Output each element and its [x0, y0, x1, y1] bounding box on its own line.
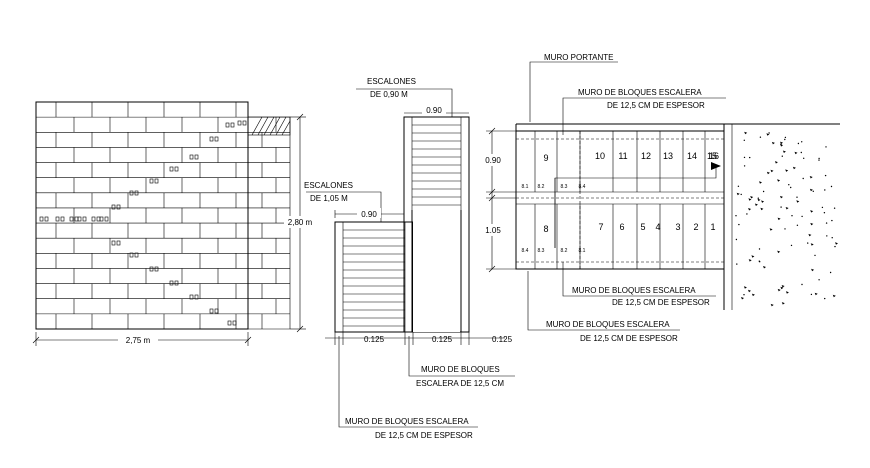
plan-muro-bottom-line2: DE 12,5 CM DE ESPESOR — [580, 334, 678, 343]
plan-step-number: 14 — [687, 151, 697, 161]
escalones-top-callout: ESCALONES DE 0,90 M 0.90 — [356, 77, 469, 118]
escalones-top-line1: ESCALONES — [367, 77, 416, 86]
plan-step-number: 10 — [595, 151, 605, 161]
muro-espesor-callout: MURO DE BLOQUES ESCALERA DE 12,5 CM DE E… — [338, 336, 478, 440]
plan-sub-label: 8.4 — [522, 248, 529, 254]
escalones-mid-line2: DE 1,05 M — [310, 194, 348, 203]
wall-thickness-dimensions: 0.125 0.125 0.125 — [325, 332, 513, 345]
lower-flight — [334, 221, 414, 333]
plan-step-number: 7 — [598, 222, 603, 232]
plan-muro-top-callout: MURO DE BLOQUES ESCALERA DE 12,5 CM DE E… — [562, 88, 726, 135]
plan-sub-label: 8.3 — [561, 184, 568, 190]
plan-step-number: 8 — [543, 224, 548, 234]
stair-section: ESCALONES DE 0,90 M 0.90 ESCALONES DE 1,… — [304, 77, 515, 440]
plan-dim-lower: 1.05 — [485, 226, 501, 235]
plan-step-number: 13 — [663, 151, 673, 161]
upper-flight — [403, 116, 470, 333]
wall-outline — [35, 101, 249, 330]
plan-step-number: 9 — [543, 153, 548, 163]
escalones-mid-line1: ESCALONES — [304, 181, 353, 190]
step-profile-marks — [39, 120, 247, 326]
plan-muro-mid-callout: MURO DE BLOQUES ESCALERA DE 12,5 CM DE E… — [562, 262, 716, 307]
plan-step-number: 6 — [619, 222, 624, 232]
section-dim-top: 0.90 — [426, 106, 442, 115]
plan-sub-label: 8.3 — [538, 248, 545, 254]
plan-sub-label: 8.1 — [522, 184, 529, 190]
plan-sub-label: 8.1 — [579, 248, 586, 254]
width-dimension: 2,75 m — [32, 332, 252, 346]
plan-step-number: 4 — [655, 222, 660, 232]
plan-dim-upper: 0.90 — [485, 156, 501, 165]
elevation-width-label: 2,75 m — [126, 336, 151, 345]
brick-wall-elevation: 2,75 m 2,80 m — [32, 101, 316, 346]
plan-step-number: 12 — [641, 151, 651, 161]
plan-step-number: 1 — [710, 222, 715, 232]
height-dimension: 2,80 m — [284, 113, 316, 333]
escalones-mid-callout: ESCALONES DE 1,05 M 0.90 — [304, 181, 405, 222]
wall-dim-3: 0.125 — [492, 335, 513, 344]
soil-hatch — [735, 131, 838, 307]
wall-dim-1: 0.125 — [364, 335, 385, 344]
plan-step-number: 2 — [693, 222, 698, 232]
hatched-block — [247, 116, 291, 136]
plan-sub-label: 8.4 — [579, 184, 586, 190]
plan-muro-mid-line2: DE 12,5 CM DE ESPESOR — [612, 298, 710, 307]
muro-espesor-line1: MURO DE BLOQUES ESCALERA — [345, 417, 469, 426]
muro-portante-label: MURO PORTANTE — [544, 53, 613, 62]
plan-step-number: 11 — [618, 151, 627, 161]
muro-espesor-line2: DE 12,5 CM DE ESPESOR — [375, 431, 473, 440]
plan-muro-top-line2: DE 12,5 CM DE ESPESOR — [607, 101, 705, 110]
plan-muro-top-line1: MURO DE BLOQUES ESCALERA — [578, 88, 702, 97]
plan-muro-bottom-line1: MURO DE BLOQUES ESCALERA — [546, 320, 670, 329]
plan-step-number: 16 — [709, 151, 719, 161]
plan-step-number: 15 — [707, 151, 717, 161]
elevation-height-label: 2,80 m — [288, 218, 313, 227]
plan-step-number: 5 — [640, 222, 645, 232]
escalones-top-line2: DE 0,90 M — [370, 90, 408, 99]
plan-muro-bottom-callout: MURO DE BLOQUES ESCALERA DE 12,5 CM DE E… — [527, 271, 680, 343]
plan-step-number: 3 — [675, 222, 680, 232]
section-dim-mid: 0.90 — [361, 210, 377, 219]
plan-sub-label: 8.2 — [538, 184, 545, 190]
muro-bloques-callout: MURO DE BLOQUES ESCALERA DE 12,5 CM — [408, 336, 515, 388]
plan-vertical-dimensions: 0.90 1.05 — [482, 127, 516, 273]
muro-bloques-line2: ESCALERA DE 12,5 CM — [416, 379, 504, 388]
plan-muro-mid-line1: MURO DE BLOQUES ESCALERA — [572, 286, 696, 295]
muro-portante-callout: MURO PORTANTE — [529, 53, 618, 122]
plan-sub-label: 8.2 — [561, 248, 568, 254]
brick-courses — [36, 101, 291, 330]
wall-dim-2: 0.125 — [432, 335, 453, 344]
muro-bloques-line1: MURO DE BLOQUES — [421, 365, 500, 374]
